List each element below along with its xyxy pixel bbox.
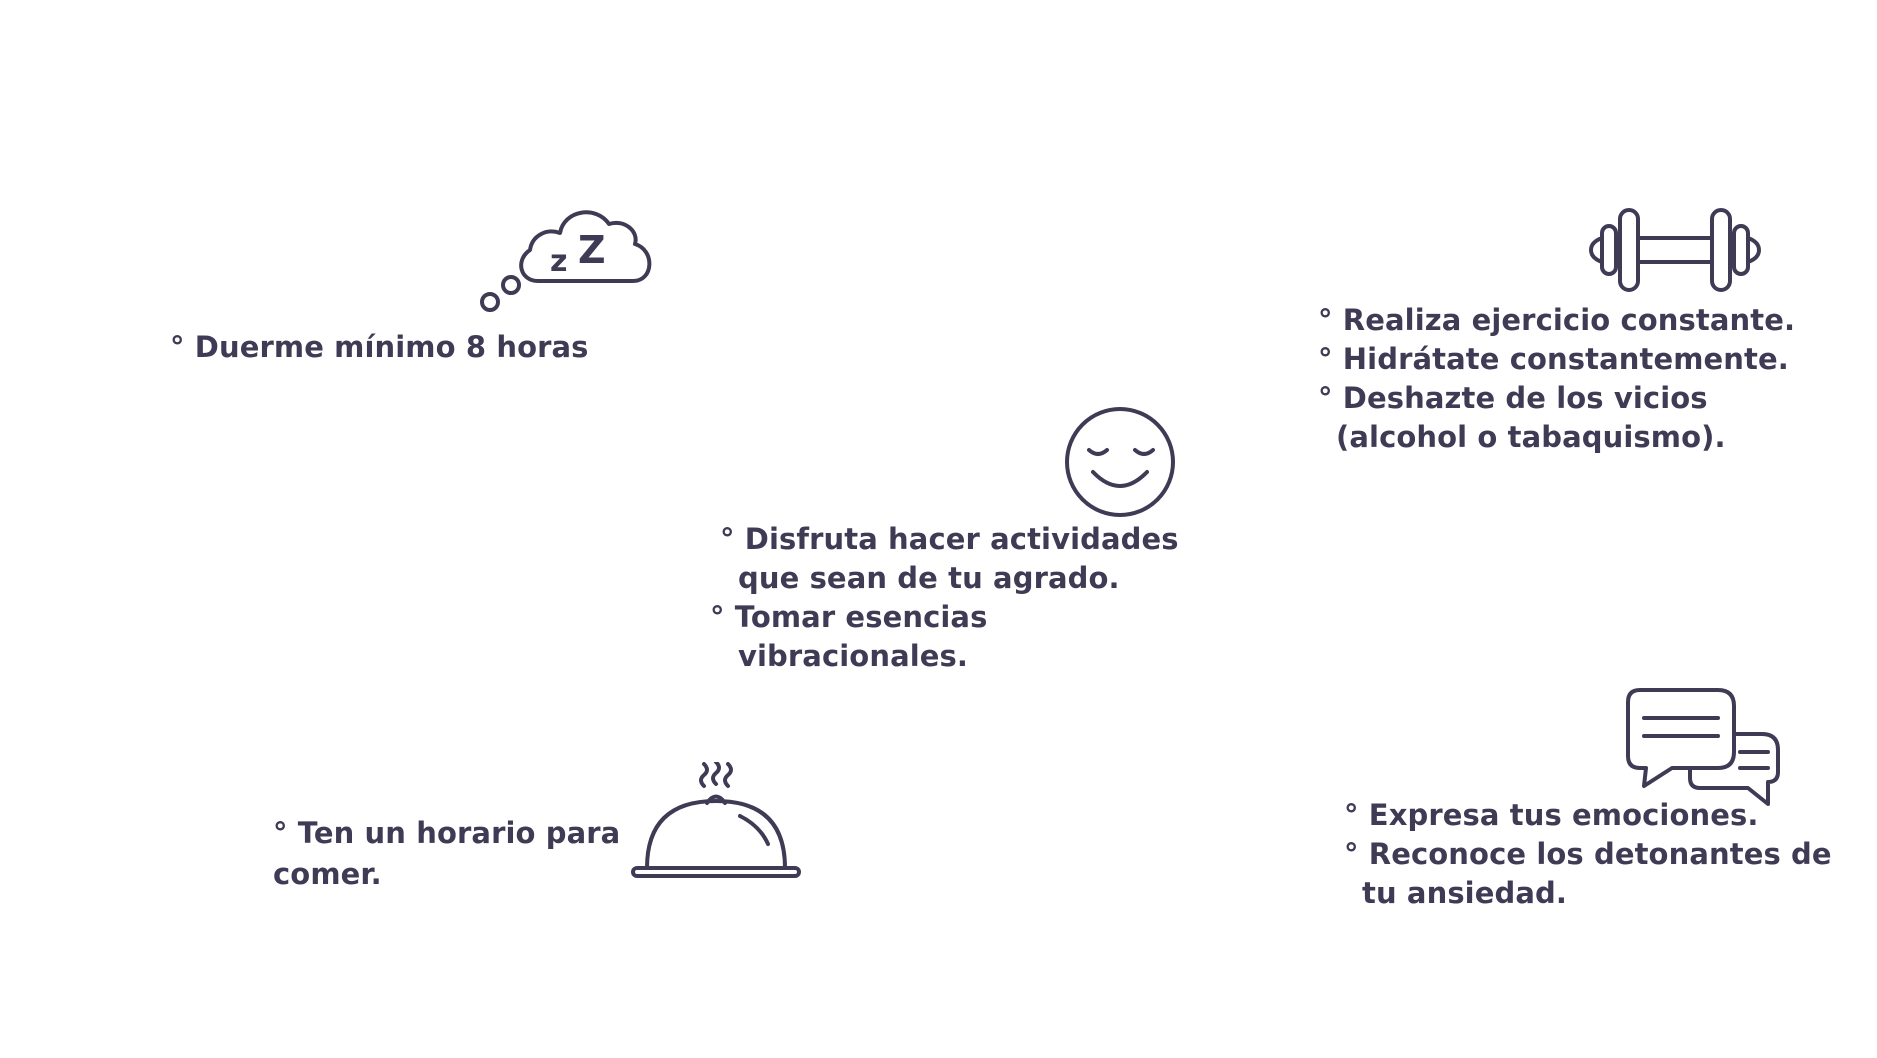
smiley-face-icon bbox=[1063, 405, 1177, 519]
sleep-text: ° Duerme mínimo 8 horas bbox=[170, 328, 589, 367]
exercise-text: ° Realiza ejercicio constante. ° Hidráta… bbox=[1318, 301, 1795, 457]
enjoy-line-1: ° Disfruta hacer actividades bbox=[720, 522, 1179, 556]
exercise-line-4: (alcohol o tabaquismo). bbox=[1336, 420, 1726, 454]
sleep-z-small: z bbox=[550, 244, 567, 279]
enjoy-line-4: vibracionales. bbox=[738, 639, 969, 673]
food-line-2: comer. bbox=[273, 857, 382, 891]
emotions-text: ° Expresa tus emociones. ° Reconoce los … bbox=[1344, 796, 1832, 913]
enjoy-text: ° Disfruta hacer actividades que sean de… bbox=[710, 520, 1179, 676]
enjoy-line-2: que sean de tu agrado. bbox=[738, 561, 1120, 595]
emotions-line-3: tu ansiedad. bbox=[1362, 876, 1567, 910]
chat-bubbles-icon bbox=[1624, 686, 1784, 810]
food-cloche-icon bbox=[628, 762, 804, 880]
emotions-line-2: ° Reconoce los detonantes de bbox=[1344, 837, 1832, 871]
exercise-line-3: ° Deshazte de los vicios bbox=[1318, 381, 1708, 415]
sleep-cloud-icon: z Z bbox=[478, 198, 658, 318]
food-text: ° Ten un horario para comer. bbox=[273, 813, 620, 895]
enjoy-line-3: ° Tomar esencias bbox=[710, 600, 988, 634]
sleep-z-large: Z bbox=[578, 228, 606, 272]
sleep-line: ° Duerme mínimo 8 horas bbox=[170, 330, 589, 364]
exercise-line-2: ° Hidrátate constantemente. bbox=[1318, 342, 1789, 376]
exercise-line-1: ° Realiza ejercicio constante. bbox=[1318, 303, 1796, 337]
food-line-1: ° Ten un horario para bbox=[273, 816, 621, 850]
emotions-line-1: ° Expresa tus emociones. bbox=[1344, 798, 1759, 832]
dumbbell-icon bbox=[1585, 205, 1765, 295]
